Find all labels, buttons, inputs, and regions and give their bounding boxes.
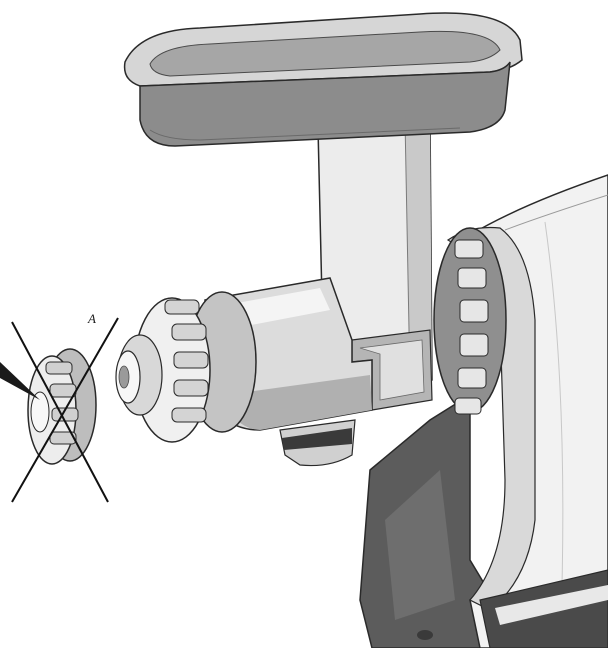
rear-collar-rib bbox=[459, 333, 489, 357]
locking-ring-rib bbox=[164, 299, 200, 315]
incorrect-ring-rib bbox=[45, 361, 73, 375]
feed-tray-basin bbox=[149, 30, 501, 77]
motor-chassis-shade bbox=[385, 470, 455, 620]
feed-tube-shade bbox=[405, 118, 432, 382]
motor-foot-light bbox=[495, 585, 608, 625]
locking-ring-rib bbox=[171, 323, 207, 341]
callout-letter: A bbox=[88, 311, 96, 326]
locking-ring-hub-hole bbox=[118, 365, 130, 389]
grinder-outlet-dark bbox=[282, 428, 352, 450]
rear-collar-rib bbox=[454, 239, 484, 259]
rear-collar-rib bbox=[457, 367, 487, 389]
feed-tray bbox=[123, 12, 523, 147]
feed-tray-bottom-edge bbox=[149, 127, 461, 141]
locking-ring-rib bbox=[173, 351, 209, 369]
motor-foot-pad bbox=[417, 630, 433, 640]
incorrect-ring-rib bbox=[49, 383, 77, 398]
locking-ring-rib bbox=[173, 379, 209, 397]
locking-ring-ribs bbox=[164, 299, 209, 423]
cross-mark-line bbox=[11, 321, 109, 503]
feed-tray-wall bbox=[139, 61, 511, 147]
feed-tube-cutaway-inner bbox=[359, 339, 425, 401]
incorrect-ring-ribs bbox=[45, 361, 79, 445]
grinder-barrel-shade bbox=[225, 375, 372, 430]
rear-collar-rib bbox=[457, 267, 487, 289]
motor-base bbox=[359, 174, 608, 648]
cross-mark-line bbox=[11, 317, 119, 503]
rear-collar-ribs bbox=[454, 239, 489, 415]
rear-collar-rib bbox=[454, 397, 482, 415]
motor-housing-edge bbox=[504, 194, 608, 231]
rear-collar-rib bbox=[459, 299, 489, 323]
pointer-wedge bbox=[0, 362, 40, 400]
rear-collar bbox=[433, 227, 507, 415]
incorrect-ring bbox=[0, 317, 119, 503]
locking-ring bbox=[115, 291, 257, 443]
incorrect-ring-hub bbox=[30, 391, 50, 433]
locking-ring-rib bbox=[171, 407, 207, 423]
